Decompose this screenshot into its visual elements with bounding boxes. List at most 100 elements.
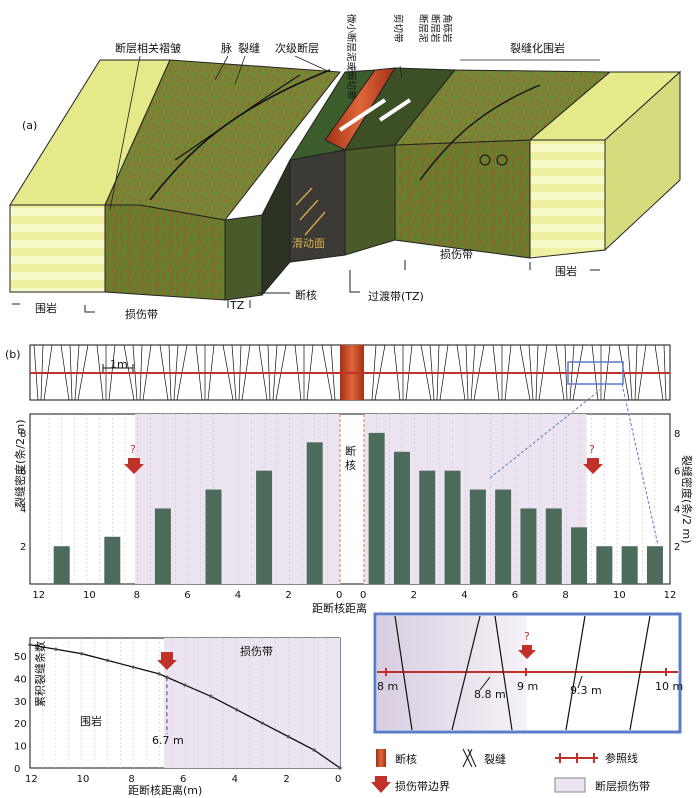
- inset-fractures: [394, 615, 651, 731]
- y-tick-label: 2: [20, 542, 26, 553]
- label-fracture: 裂缝: [238, 41, 260, 55]
- left-wallrock-front: [9, 204, 106, 293]
- y-tick-label: 30: [14, 697, 27, 708]
- label-damage-left: 损伤带: [125, 307, 158, 321]
- cum-damage-shade: [164, 638, 340, 768]
- cum-ylabel: 累积裂缝条数: [33, 641, 47, 707]
- reference-line-icon: [555, 753, 598, 763]
- zoom-inset: 8 m 8.8 m 9 m 9.3 m 10 m ?: [373, 612, 683, 734]
- bar: [596, 546, 613, 584]
- transition-zone-left: [224, 214, 263, 301]
- legend-boundary-label: 损伤带边界: [395, 779, 450, 793]
- arrow-down-icon: [583, 458, 603, 474]
- bar: [104, 536, 121, 584]
- label-micro-gouge: 微小断层泥或剪切带: [345, 14, 357, 100]
- cum-xlabel: 距断核距离(m): [128, 783, 202, 797]
- fracture-symbol-icon: [462, 748, 477, 768]
- x-tick-label: 0: [360, 590, 366, 601]
- y-tick-label: 6: [20, 467, 26, 478]
- x-tick-label: 0: [335, 774, 341, 785]
- bar-xlabel: 距断核距离: [312, 601, 367, 615]
- fault-core-right: [344, 144, 396, 256]
- cum-boundary-label: 6.7 m: [152, 734, 184, 747]
- right-wallrock-side: [604, 70, 681, 252]
- panel-a-label: (a): [22, 119, 37, 132]
- bar: [53, 546, 70, 584]
- label-wallrock-left: 围岩: [35, 301, 57, 315]
- scale-label: 1m: [110, 358, 128, 371]
- boundary-arrow-right: ?: [583, 443, 603, 474]
- legend-fracture-label: 裂缝: [484, 752, 506, 766]
- legend-core-label: 断核: [395, 752, 417, 766]
- y-tick-label: 8: [674, 429, 680, 440]
- data-point: [286, 735, 290, 739]
- bar: [469, 489, 486, 584]
- leader-lines: [109, 55, 600, 211]
- bar-ylabel-left: 裂缝密度(条/2 m): [13, 420, 27, 509]
- fault-core-left-wall: [261, 159, 291, 297]
- inset-label-10m: 10 m: [655, 680, 683, 693]
- x-tick-label: 12: [25, 774, 38, 785]
- x-tick-label: 4: [461, 590, 467, 601]
- scale-bar: [102, 364, 134, 372]
- cum-curve: [29, 644, 341, 769]
- label-breccia: 角砾岩: [441, 14, 453, 43]
- right-damage-front: [394, 139, 531, 259]
- question-mark-left: ?: [130, 443, 136, 456]
- bars: [53, 432, 663, 584]
- x-tick-label: 8: [134, 590, 140, 601]
- x-tick-label: 4: [235, 590, 241, 601]
- top-labels: 断层相关褶皱 脉 裂缝 次级断层 微小断层泥或剪切带 剪切带 断层泥 断层岩 角…: [115, 14, 565, 100]
- bar: [205, 489, 222, 584]
- bar: [571, 527, 588, 584]
- bar: [419, 470, 436, 584]
- zoom-connector-1: [489, 389, 601, 479]
- bar: [495, 489, 512, 584]
- cum-grid: [42, 638, 328, 768]
- y-tick-label: 8: [20, 429, 26, 440]
- inset-ticks: [385, 668, 667, 676]
- y-tick-label: 50: [14, 652, 27, 663]
- legend-damage-label: 断层损伤带: [595, 779, 650, 793]
- data-point: [235, 708, 239, 712]
- label-tz-right: 过渡带(TZ): [368, 289, 424, 303]
- x-tick-label: 10: [83, 590, 96, 601]
- question-mark-right: ?: [589, 443, 595, 456]
- legend-damage-swatch: [554, 777, 586, 793]
- x-tick-label: 2: [283, 774, 289, 785]
- x-tick-label: 12: [32, 590, 45, 601]
- zoom-connector-2: [621, 383, 659, 546]
- cum-region-damage: 损伤带: [240, 644, 273, 658]
- legend-refline-label: 参照线: [605, 751, 638, 765]
- core-text-2: 核: [345, 458, 356, 472]
- y-tick-label: 20: [14, 719, 27, 730]
- legend-core-swatch: [376, 749, 386, 767]
- x-tick-label: 10: [77, 774, 90, 785]
- secondary-fault-trace-2: [174, 74, 301, 161]
- bar: [646, 546, 663, 584]
- bar-ylabel-right: 裂缝密度(条/2 m): [680, 455, 694, 544]
- data-point: [183, 683, 187, 687]
- arrow-down-icon: [157, 652, 177, 670]
- x-tick-label: 4: [232, 774, 238, 785]
- left-damage-top: [104, 59, 341, 221]
- slip-arrow-1: [338, 98, 387, 132]
- bar: [444, 470, 461, 584]
- bar: [256, 470, 273, 584]
- x-tick-label: 2: [411, 590, 417, 601]
- y-tick-label: 40: [14, 674, 27, 685]
- bar: [368, 432, 385, 584]
- boundary-arrow-left: ?: [124, 443, 144, 474]
- x-tick-label: 2: [285, 590, 291, 601]
- cum-region-wall: 围岩: [80, 714, 102, 728]
- data-point: [54, 647, 58, 651]
- label-fault-rock: 断层岩: [429, 14, 441, 43]
- boundary-arrow-icon: [371, 776, 391, 793]
- inset-label-9-3m: 9.3 m: [570, 684, 602, 697]
- x-tick-label: 10: [613, 590, 626, 601]
